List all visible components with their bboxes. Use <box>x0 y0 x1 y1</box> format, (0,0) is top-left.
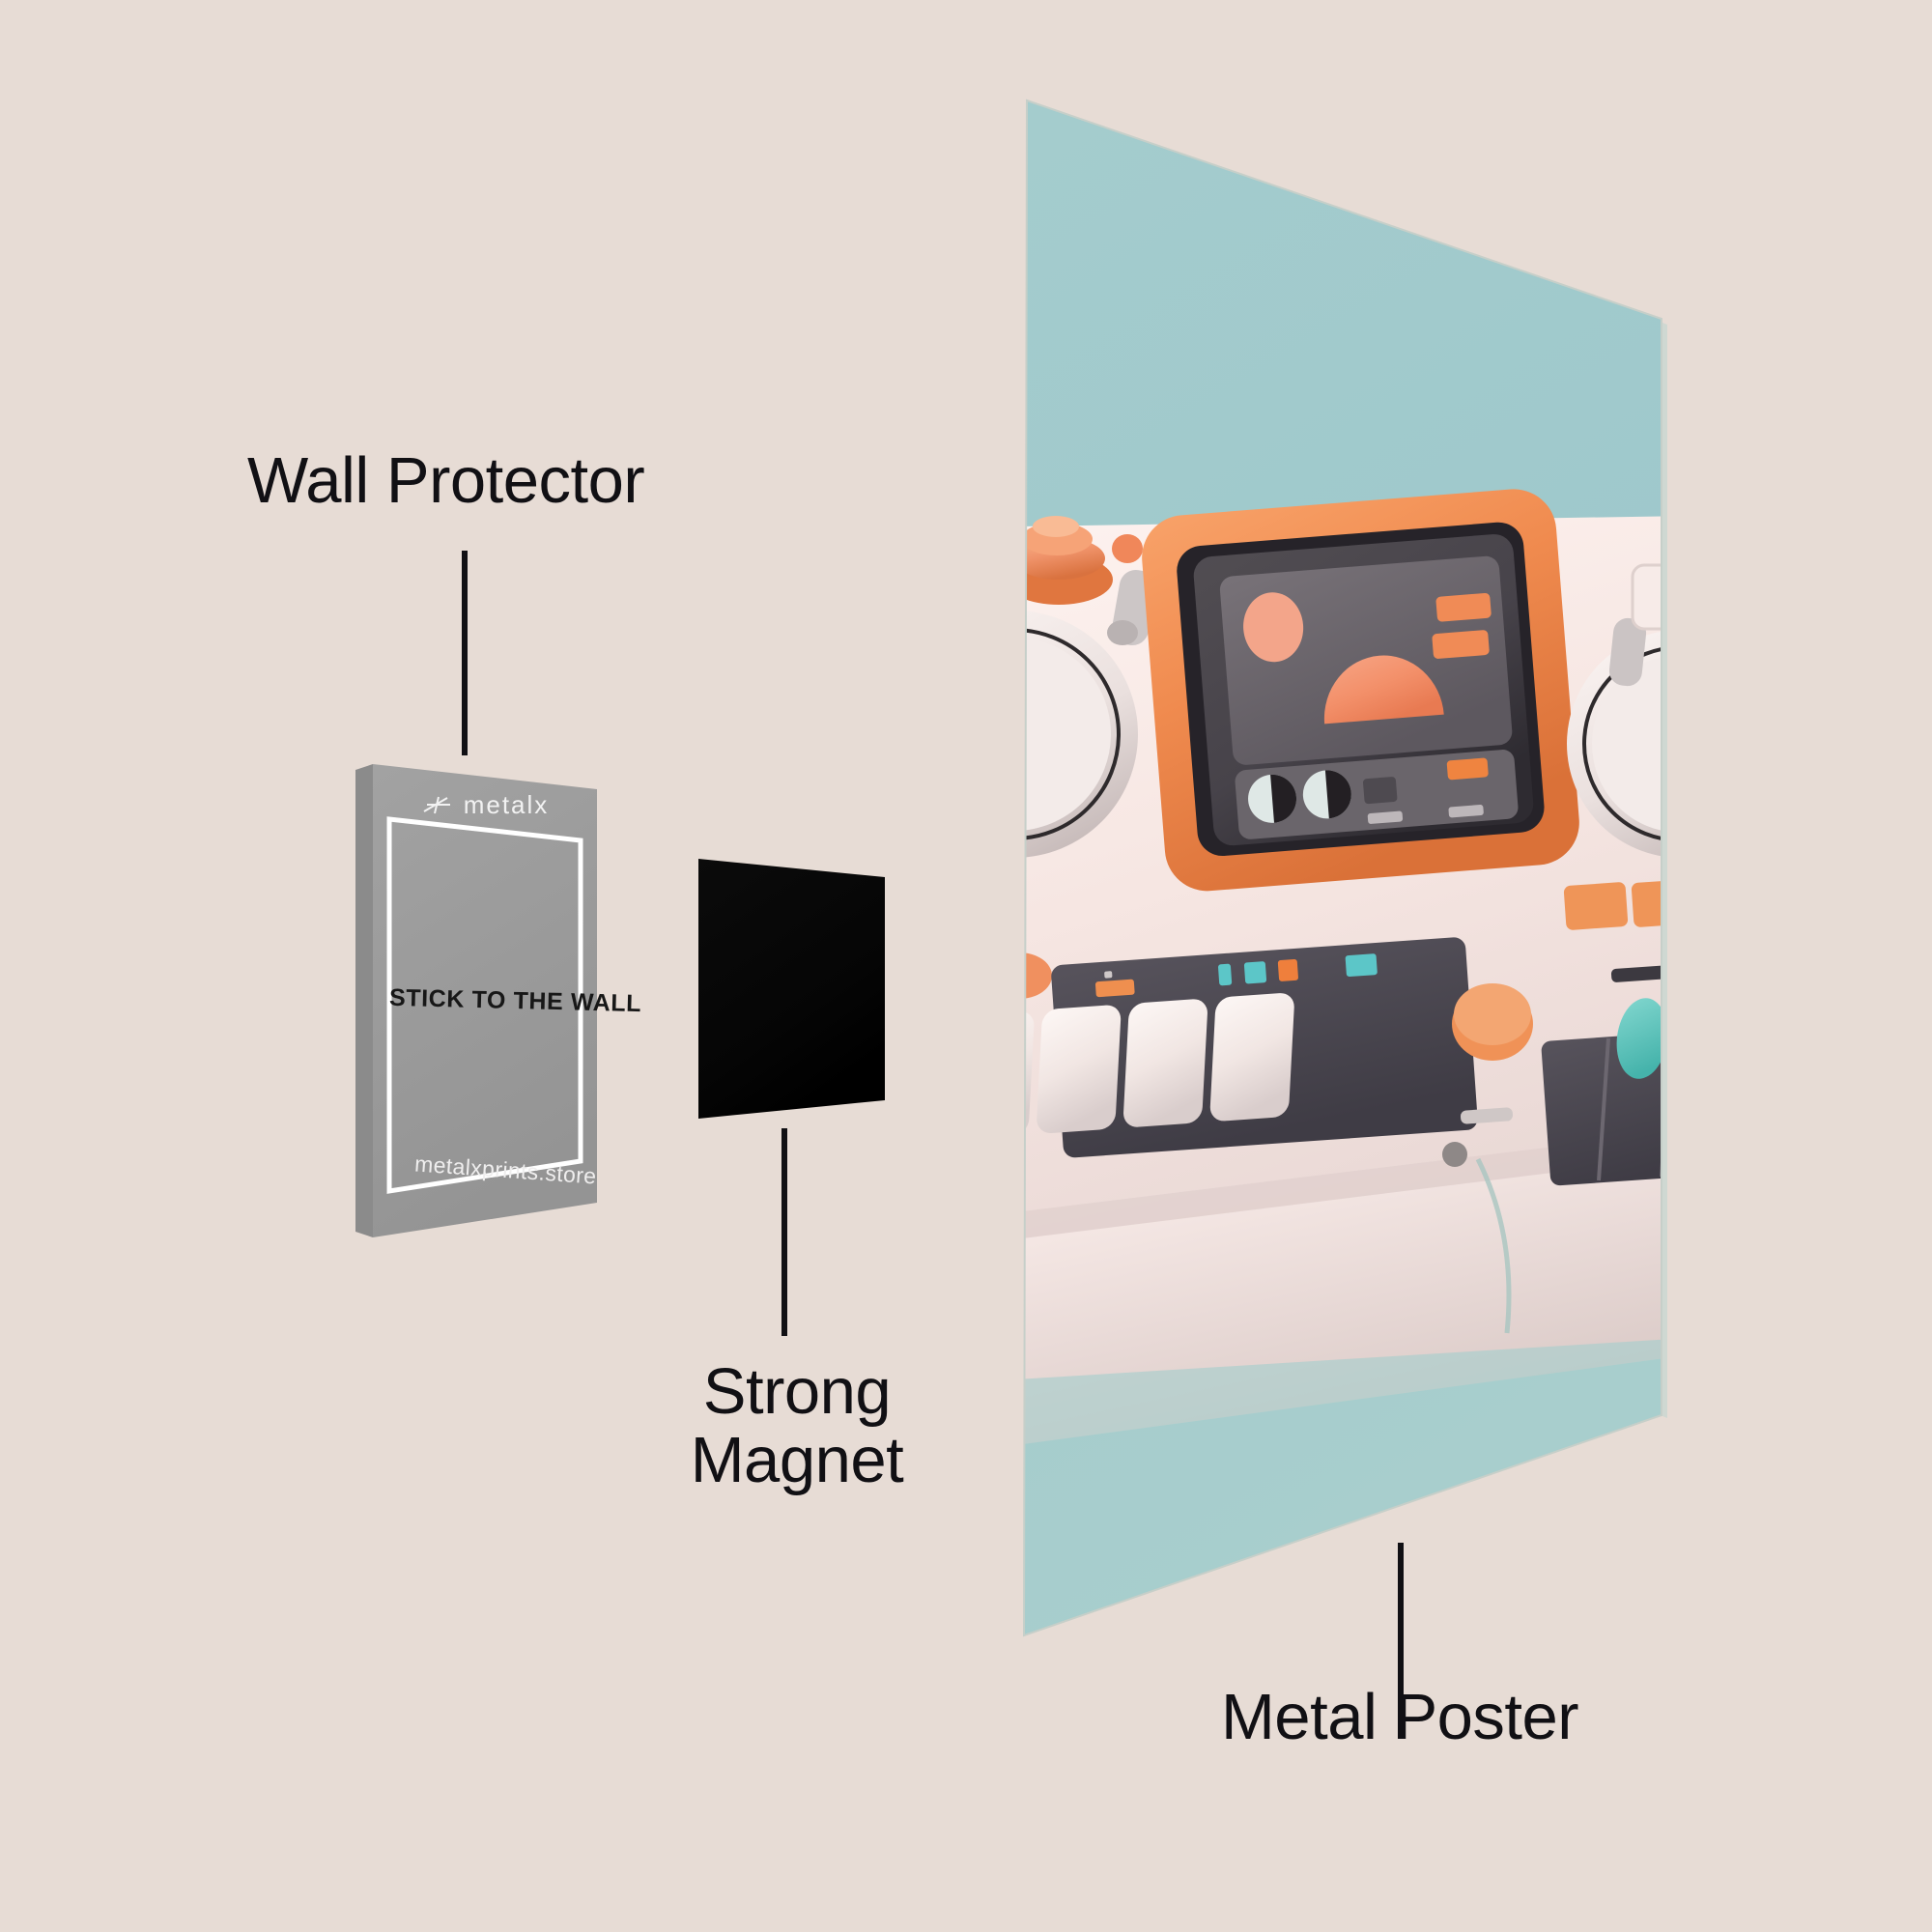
protector-center-text: STICK TO THE WALL <box>388 983 642 1018</box>
indicator-teal-3 <box>1345 953 1378 978</box>
magnet-group[interactable] <box>698 859 885 1119</box>
lower-left-nub <box>1024 952 1052 999</box>
grey-tab <box>1460 1107 1514 1124</box>
display-sun-dome <box>1323 655 1444 724</box>
screen-slider <box>1363 777 1398 805</box>
screen-grey-chip-1 <box>1367 810 1404 824</box>
protector-face <box>373 764 597 1237</box>
protector-url-text: metalxprints.store <box>413 1151 598 1189</box>
screen-assembly <box>1142 489 1579 892</box>
magnet-face <box>698 859 885 1119</box>
white-key <box>1209 993 1294 1122</box>
orange-key-2 <box>1631 879 1662 927</box>
right-grey-lever <box>1608 617 1647 687</box>
stacked-knob-cap <box>1033 516 1079 537</box>
orange-key-1 <box>1563 882 1629 930</box>
keyboard-assembly <box>1024 937 1478 1158</box>
cable <box>1475 1157 1512 1334</box>
callout-label-metal-poster: Metal Poster <box>1221 1681 1579 1753</box>
indicator-mod <box>1094 979 1135 998</box>
round-orange-button-top <box>1454 983 1531 1045</box>
dark-bar <box>1610 963 1662 982</box>
white-key <box>1123 999 1208 1127</box>
indicator-teal-2 <box>1243 961 1267 984</box>
metalx-cross-icon <box>423 796 450 813</box>
protector-inner-border <box>386 816 583 1194</box>
wall-protector-group[interactable] <box>355 764 597 1237</box>
right-dial-ring <box>1582 645 1662 842</box>
callout-label-strong-magnet-line1: Strong <box>702 1355 892 1428</box>
screen-orange-chip <box>1446 757 1489 781</box>
metal-poster-group[interactable] <box>891 99 1795 1700</box>
display-tab-lower <box>1432 630 1490 659</box>
callout-label-strong-magnet-line2: Magnet <box>690 1424 904 1497</box>
dark-slat-panel <box>1541 1026 1662 1186</box>
display-tab-upper <box>1435 592 1492 622</box>
floor-shade <box>1024 1333 1662 1635</box>
poster-artwork <box>1024 489 1724 1635</box>
left-dial-inner <box>1024 638 1111 831</box>
indicator-teal-1 <box>1218 963 1233 986</box>
screw-dot <box>1442 1142 1467 1167</box>
indicator-dot <box>1104 971 1113 979</box>
small-orange-button <box>1112 534 1143 563</box>
screen-grey-chip-2 <box>1448 805 1484 818</box>
display-circle <box>1243 592 1304 663</box>
teal-knob-2 <box>1672 1008 1724 1082</box>
callout-label-wall-protector: Wall Protector <box>247 444 645 517</box>
grey-lever-knob <box>1107 620 1138 645</box>
protector-brand: metalx <box>373 790 597 820</box>
protector-side <box>355 764 373 1237</box>
left-controls <box>1024 516 1156 999</box>
teal-knob-1 <box>1616 998 1662 1079</box>
left-dial-ring <box>1024 628 1121 840</box>
white-key <box>1024 1010 1035 1140</box>
right-top-panel <box>1631 563 1662 631</box>
white-key <box>1037 1005 1122 1133</box>
poster-outline <box>1022 99 1662 1637</box>
protector-brand-name: metalx <box>463 790 550 819</box>
right-dial-inner <box>1592 655 1662 833</box>
indicator-orange <box>1277 958 1298 981</box>
right-controls <box>1541 563 1724 1186</box>
protector-text-layer: metalx STICK TO THE WALL metalxprints.st… <box>373 773 642 1235</box>
